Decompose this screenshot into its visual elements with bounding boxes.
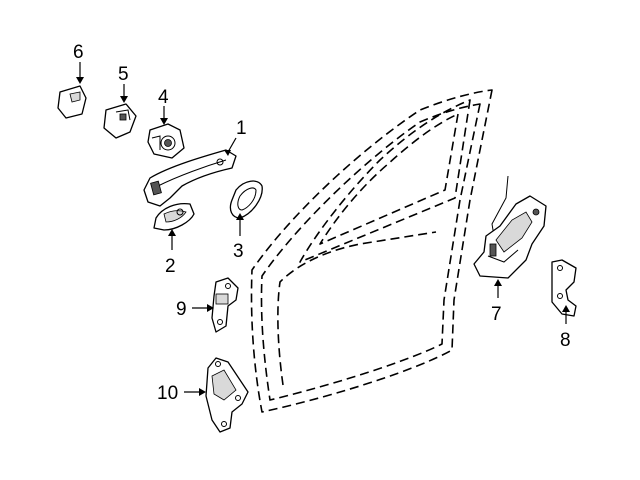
- upper-hinge-part: [211, 277, 239, 333]
- latch-bracket-part: [551, 259, 577, 317]
- door-inner-edge: [260, 103, 481, 401]
- latch-assembly-part: [473, 175, 547, 279]
- window-frame-inner: [319, 113, 459, 245]
- callout-2: 2: [165, 229, 176, 277]
- callout-label: 9: [176, 299, 187, 320]
- callout-label: 7: [491, 304, 502, 325]
- outside-handle-part: [143, 149, 237, 207]
- callout-1: 1: [224, 118, 247, 156]
- callout-label: 10: [157, 383, 178, 404]
- window-frame-outer: [299, 99, 471, 263]
- callout-label: 6: [73, 42, 84, 63]
- callout-5: 5: [118, 64, 129, 103]
- callout-label: 8: [560, 330, 571, 351]
- door-outline: [250, 89, 493, 413]
- lower-hinge-part: [205, 357, 249, 433]
- callout-7: 7: [491, 279, 502, 325]
- handle-cap-part: [103, 103, 137, 139]
- callout-6: 6: [73, 42, 84, 84]
- callout-4: 4: [158, 87, 169, 125]
- callout-8: 8: [560, 305, 571, 351]
- lock-cylinder-part: [147, 123, 185, 159]
- door-outer-edge: [250, 89, 493, 413]
- end-cap-part: [57, 85, 87, 119]
- callout-9: 9: [176, 299, 214, 320]
- callout-label: 2: [165, 256, 176, 277]
- door-panel-line: [277, 231, 437, 386]
- handle-pad-part: [153, 202, 195, 231]
- callout-label: 1: [236, 118, 247, 139]
- callout-label: 5: [118, 64, 129, 85]
- callout-10: 10: [157, 383, 206, 404]
- callout-label: 3: [233, 241, 244, 262]
- handle-gasket-part: [229, 180, 263, 219]
- callout-label: 4: [158, 87, 169, 108]
- callout-3: 3: [233, 213, 244, 262]
